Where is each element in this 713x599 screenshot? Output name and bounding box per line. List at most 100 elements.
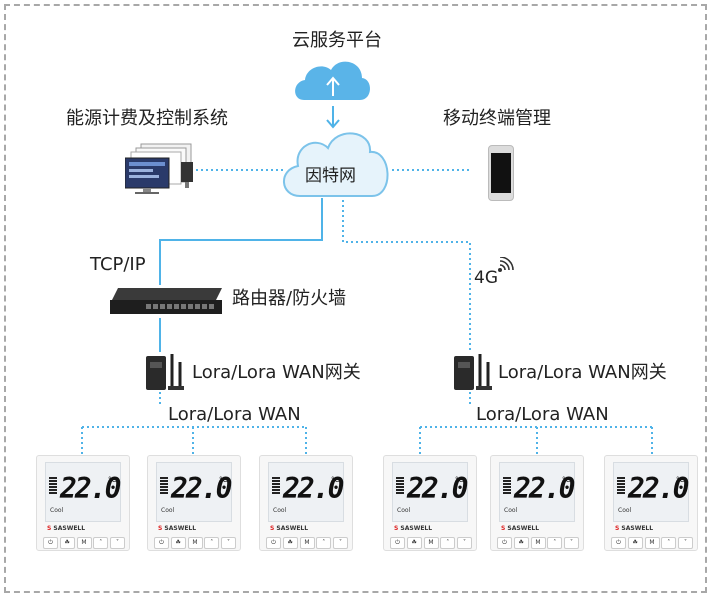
- brand-name: SASWELL: [53, 525, 86, 532]
- thermostat-button: ˄: [93, 537, 109, 549]
- thermostat-button: ☘: [170, 537, 186, 549]
- brand-logo: S SASWELL: [47, 525, 85, 532]
- signal-bars-icon: [617, 477, 625, 501]
- router-label: 路由器/防火墙: [232, 288, 347, 309]
- thermostat-button: ⏻: [390, 537, 405, 549]
- lora-left-label: Lora/Lora WAN: [168, 404, 301, 425]
- brand-logo: S SASWELL: [158, 525, 196, 532]
- thermostat-display: 22.0 °C Cool: [45, 462, 121, 522]
- brand-mark: S: [615, 525, 620, 532]
- thermostat-button: ☘: [59, 537, 75, 549]
- thermostat-buttons: ⏻☘M˄˅: [43, 537, 125, 549]
- gateway-right-icon: [454, 354, 492, 390]
- thermostat-device: 22.0 °C Cool S SASWELL ⏻☘M˄˅: [147, 455, 241, 551]
- brand-mark: S: [47, 525, 52, 532]
- thermostat-button: ⏻: [611, 537, 626, 549]
- mode-label: Cool: [397, 507, 411, 514]
- signal-bars-icon: [396, 477, 404, 501]
- thermostat-device: 22.0 °C Cool S SASWELL ⏻☘M˄˅: [383, 455, 477, 551]
- thermostat-button: ☘: [627, 537, 643, 549]
- thermostat-button: ˄: [440, 537, 456, 549]
- gateway-left-label: Lora/Lora WAN网关: [192, 362, 361, 383]
- mode-label: Cool: [618, 507, 632, 514]
- thermostat-device: 22.0 °C Cool S SASWELL ⏻☘M˄˅: [36, 455, 130, 551]
- thermostat-button: ˅: [221, 537, 236, 549]
- cloud-service-icon: [295, 61, 371, 100]
- four-g-label: 4G: [474, 268, 498, 288]
- temperature-value: 22.0: [171, 472, 232, 505]
- brand-name: SASWELL: [400, 525, 433, 532]
- thermostat-button: ˅: [333, 537, 348, 549]
- brand-name: SASWELL: [507, 525, 540, 532]
- energy-system-label: 能源计费及控制系统: [66, 108, 228, 129]
- diagram-frame: [4, 4, 707, 593]
- thermostat-button: ☘: [282, 537, 298, 549]
- temperature-value: 22.0: [60, 472, 121, 505]
- thermostat-buttons: ⏻☘M˄˅: [497, 537, 579, 549]
- mode-label: Cool: [504, 507, 518, 514]
- cloud-platform-label: 云服务平台: [292, 30, 382, 51]
- thermostat-button: ☘: [406, 537, 422, 549]
- thermostat-button: ☘: [513, 537, 529, 549]
- mode-label: Cool: [273, 507, 287, 514]
- thermostat-button: ˄: [316, 537, 332, 549]
- temperature-unit: °C: [562, 476, 571, 484]
- thermostat-button: ⏻: [154, 537, 169, 549]
- gateway-right-label: Lora/Lora WAN网关: [498, 362, 667, 383]
- mode-label: Cool: [161, 507, 175, 514]
- signal-bars-icon: [160, 477, 168, 501]
- thermostat-buttons: ⏻☘M˄˅: [611, 537, 693, 549]
- thermostat-button: ⏻: [266, 537, 281, 549]
- temperature-unit: °C: [676, 476, 685, 484]
- temperature-unit: °C: [219, 476, 228, 484]
- thermostat-button: M: [76, 537, 92, 549]
- thermostat-device: 22.0 °C Cool S SASWELL ⏻☘M˄˅: [604, 455, 698, 551]
- temperature-unit: °C: [455, 476, 464, 484]
- thermostat-device: 22.0 °C Cool S SASWELL ⏻☘M˄˅: [490, 455, 584, 551]
- signal-bars-icon: [503, 477, 511, 501]
- brand-name: SASWELL: [276, 525, 309, 532]
- temperature-value: 22.0: [283, 472, 344, 505]
- thermostat-button: ˄: [204, 537, 220, 549]
- thermostat-display: 22.0 °C Cool: [392, 462, 468, 522]
- arrow-down-icon: [326, 106, 340, 129]
- internet-cloud-label: 因特网: [305, 166, 356, 186]
- thermostat-button: M: [423, 537, 439, 549]
- thermostat-button: ⏻: [497, 537, 512, 549]
- brand-logo: S SASWELL: [615, 525, 653, 532]
- thermostat-buttons: ⏻☘M˄˅: [390, 537, 472, 549]
- thermostat-button: ˄: [661, 537, 677, 549]
- temperature-value: 22.0: [407, 472, 468, 505]
- energy-system-monitors-icon: [125, 143, 193, 194]
- tcpip-label: TCP/IP: [90, 254, 146, 275]
- brand-name: SASWELL: [164, 525, 197, 532]
- thermostat-display: 22.0 °C Cool: [156, 462, 232, 522]
- brand-logo: S SASWELL: [394, 525, 432, 532]
- mode-label: Cool: [50, 507, 64, 514]
- brand-name: SASWELL: [621, 525, 654, 532]
- thermostat-button: ˅: [457, 537, 472, 549]
- temperature-value: 22.0: [514, 472, 575, 505]
- brand-logo: S SASWELL: [501, 525, 539, 532]
- thermostat-button: ˄: [547, 537, 563, 549]
- brand-mark: S: [270, 525, 275, 532]
- thermostat-button: ˅: [564, 537, 579, 549]
- brand-mark: S: [394, 525, 399, 532]
- temperature-value: 22.0: [628, 472, 689, 505]
- thermostat-button: ˅: [110, 537, 125, 549]
- thermostat-button: ˅: [678, 537, 693, 549]
- mobile-phone-icon: [488, 145, 514, 201]
- signal-icon: [498, 257, 514, 272]
- gateway-left-icon: [146, 354, 184, 390]
- signal-bars-icon: [49, 477, 57, 501]
- thermostat-device: 22.0 °C Cool S SASWELL ⏻☘M˄˅: [259, 455, 353, 551]
- mobile-management-label: 移动终端管理: [443, 108, 551, 129]
- brand-mark: S: [501, 525, 506, 532]
- lora-right-label: Lora/Lora WAN: [476, 404, 609, 425]
- thermostat-button: M: [299, 537, 315, 549]
- internet-cloud-shape: [283, 132, 389, 197]
- thermostat-buttons: ⏻☘M˄˅: [266, 537, 348, 549]
- router-icon: [110, 288, 222, 314]
- thermostat-button: ⏻: [43, 537, 58, 549]
